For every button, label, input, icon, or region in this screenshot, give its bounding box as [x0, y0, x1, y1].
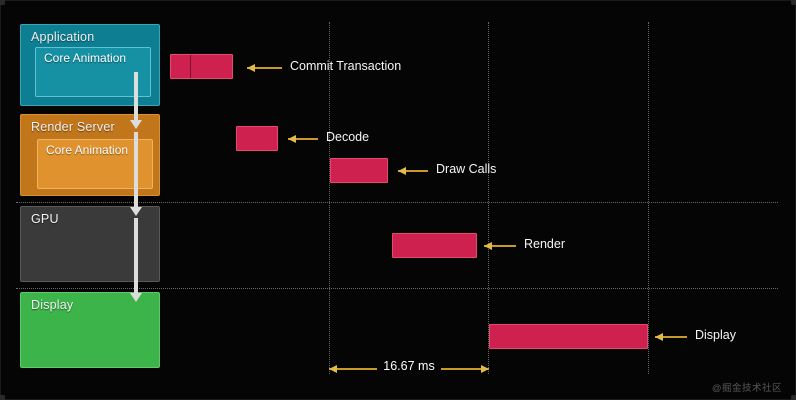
- lane-panel-display: Display: [20, 292, 160, 368]
- flow-arrowhead-gpu: [130, 207, 142, 216]
- measure-label: 16.67 ms: [377, 359, 441, 373]
- lane-divider-gpu-display: [16, 288, 778, 289]
- bar-render[interactable]: [392, 233, 477, 258]
- callout-line-decode: [288, 138, 318, 140]
- bar-draw-calls[interactable]: [330, 158, 388, 183]
- vsync-line-1: [329, 22, 330, 374]
- callout-line-draw-calls: [398, 170, 428, 172]
- vsync-line-2: [488, 22, 489, 374]
- corner-marker-tl: [0, 0, 5, 5]
- sublane-label-core-animation-application: Core Animation: [44, 51, 127, 65]
- callout-label-display: Display: [695, 328, 736, 342]
- corner-marker-bl: [0, 395, 5, 400]
- frame-duration-measure: 16.67 ms: [329, 359, 489, 373]
- sublane-core-animation-render-server: Core Animation: [37, 139, 153, 189]
- lane-panel-gpu: GPU: [20, 206, 160, 282]
- callout-line-render: [484, 245, 516, 247]
- sublane-label-core-animation-render-server: Core Animation: [46, 143, 129, 157]
- flow-arrowhead-render: [130, 120, 142, 129]
- lane-label-render-server: Render Server: [31, 120, 115, 134]
- sublane-core-animation-application: Core Animation: [35, 47, 151, 97]
- lane-label-display: Display: [31, 298, 74, 312]
- callout-label-draw-calls: Draw Calls: [436, 162, 497, 176]
- callout-arrowhead-render: [484, 242, 492, 250]
- measure-arrowhead-right: [481, 365, 489, 373]
- callout-arrowhead-display: [655, 333, 663, 341]
- callout-arrowhead-decode: [288, 135, 296, 143]
- lane-panel-application: Application Core Animation: [20, 24, 160, 106]
- flow-segment-render-to-gpu: [134, 132, 138, 207]
- corner-marker-br: [791, 395, 796, 400]
- bar-segment-divider: [190, 55, 191, 78]
- corner-marker-tr: [791, 0, 796, 5]
- callout-line-display: [655, 336, 687, 338]
- callout-label-commit-transaction: Commit Transaction: [290, 59, 402, 73]
- vsync-line-3: [648, 22, 649, 374]
- lane-label-gpu: GPU: [31, 212, 59, 226]
- callout-line-commit-transaction: [247, 67, 282, 69]
- measure-label-wrap: 16.67 ms: [329, 359, 489, 373]
- bar-commit-transaction[interactable]: [170, 54, 233, 79]
- lane-divider-render-gpu: [16, 202, 778, 203]
- flow-arrowhead-display: [130, 293, 142, 302]
- flow-segment-app-to-render: [134, 72, 138, 120]
- callout-arrowhead-draw-calls: [398, 167, 406, 175]
- bar-display[interactable]: [489, 324, 648, 349]
- bar-decode[interactable]: [236, 126, 278, 151]
- callout-arrowhead-commit-transaction: [247, 64, 255, 72]
- lane-label-application: Application: [31, 30, 95, 44]
- callout-label-render: Render: [524, 237, 565, 251]
- watermark: @掘金技术社区: [711, 383, 782, 394]
- flow-segment-gpu-to-display: [134, 218, 138, 293]
- callout-label-decode: Decode: [326, 130, 370, 144]
- measure-arrowhead-left: [329, 365, 337, 373]
